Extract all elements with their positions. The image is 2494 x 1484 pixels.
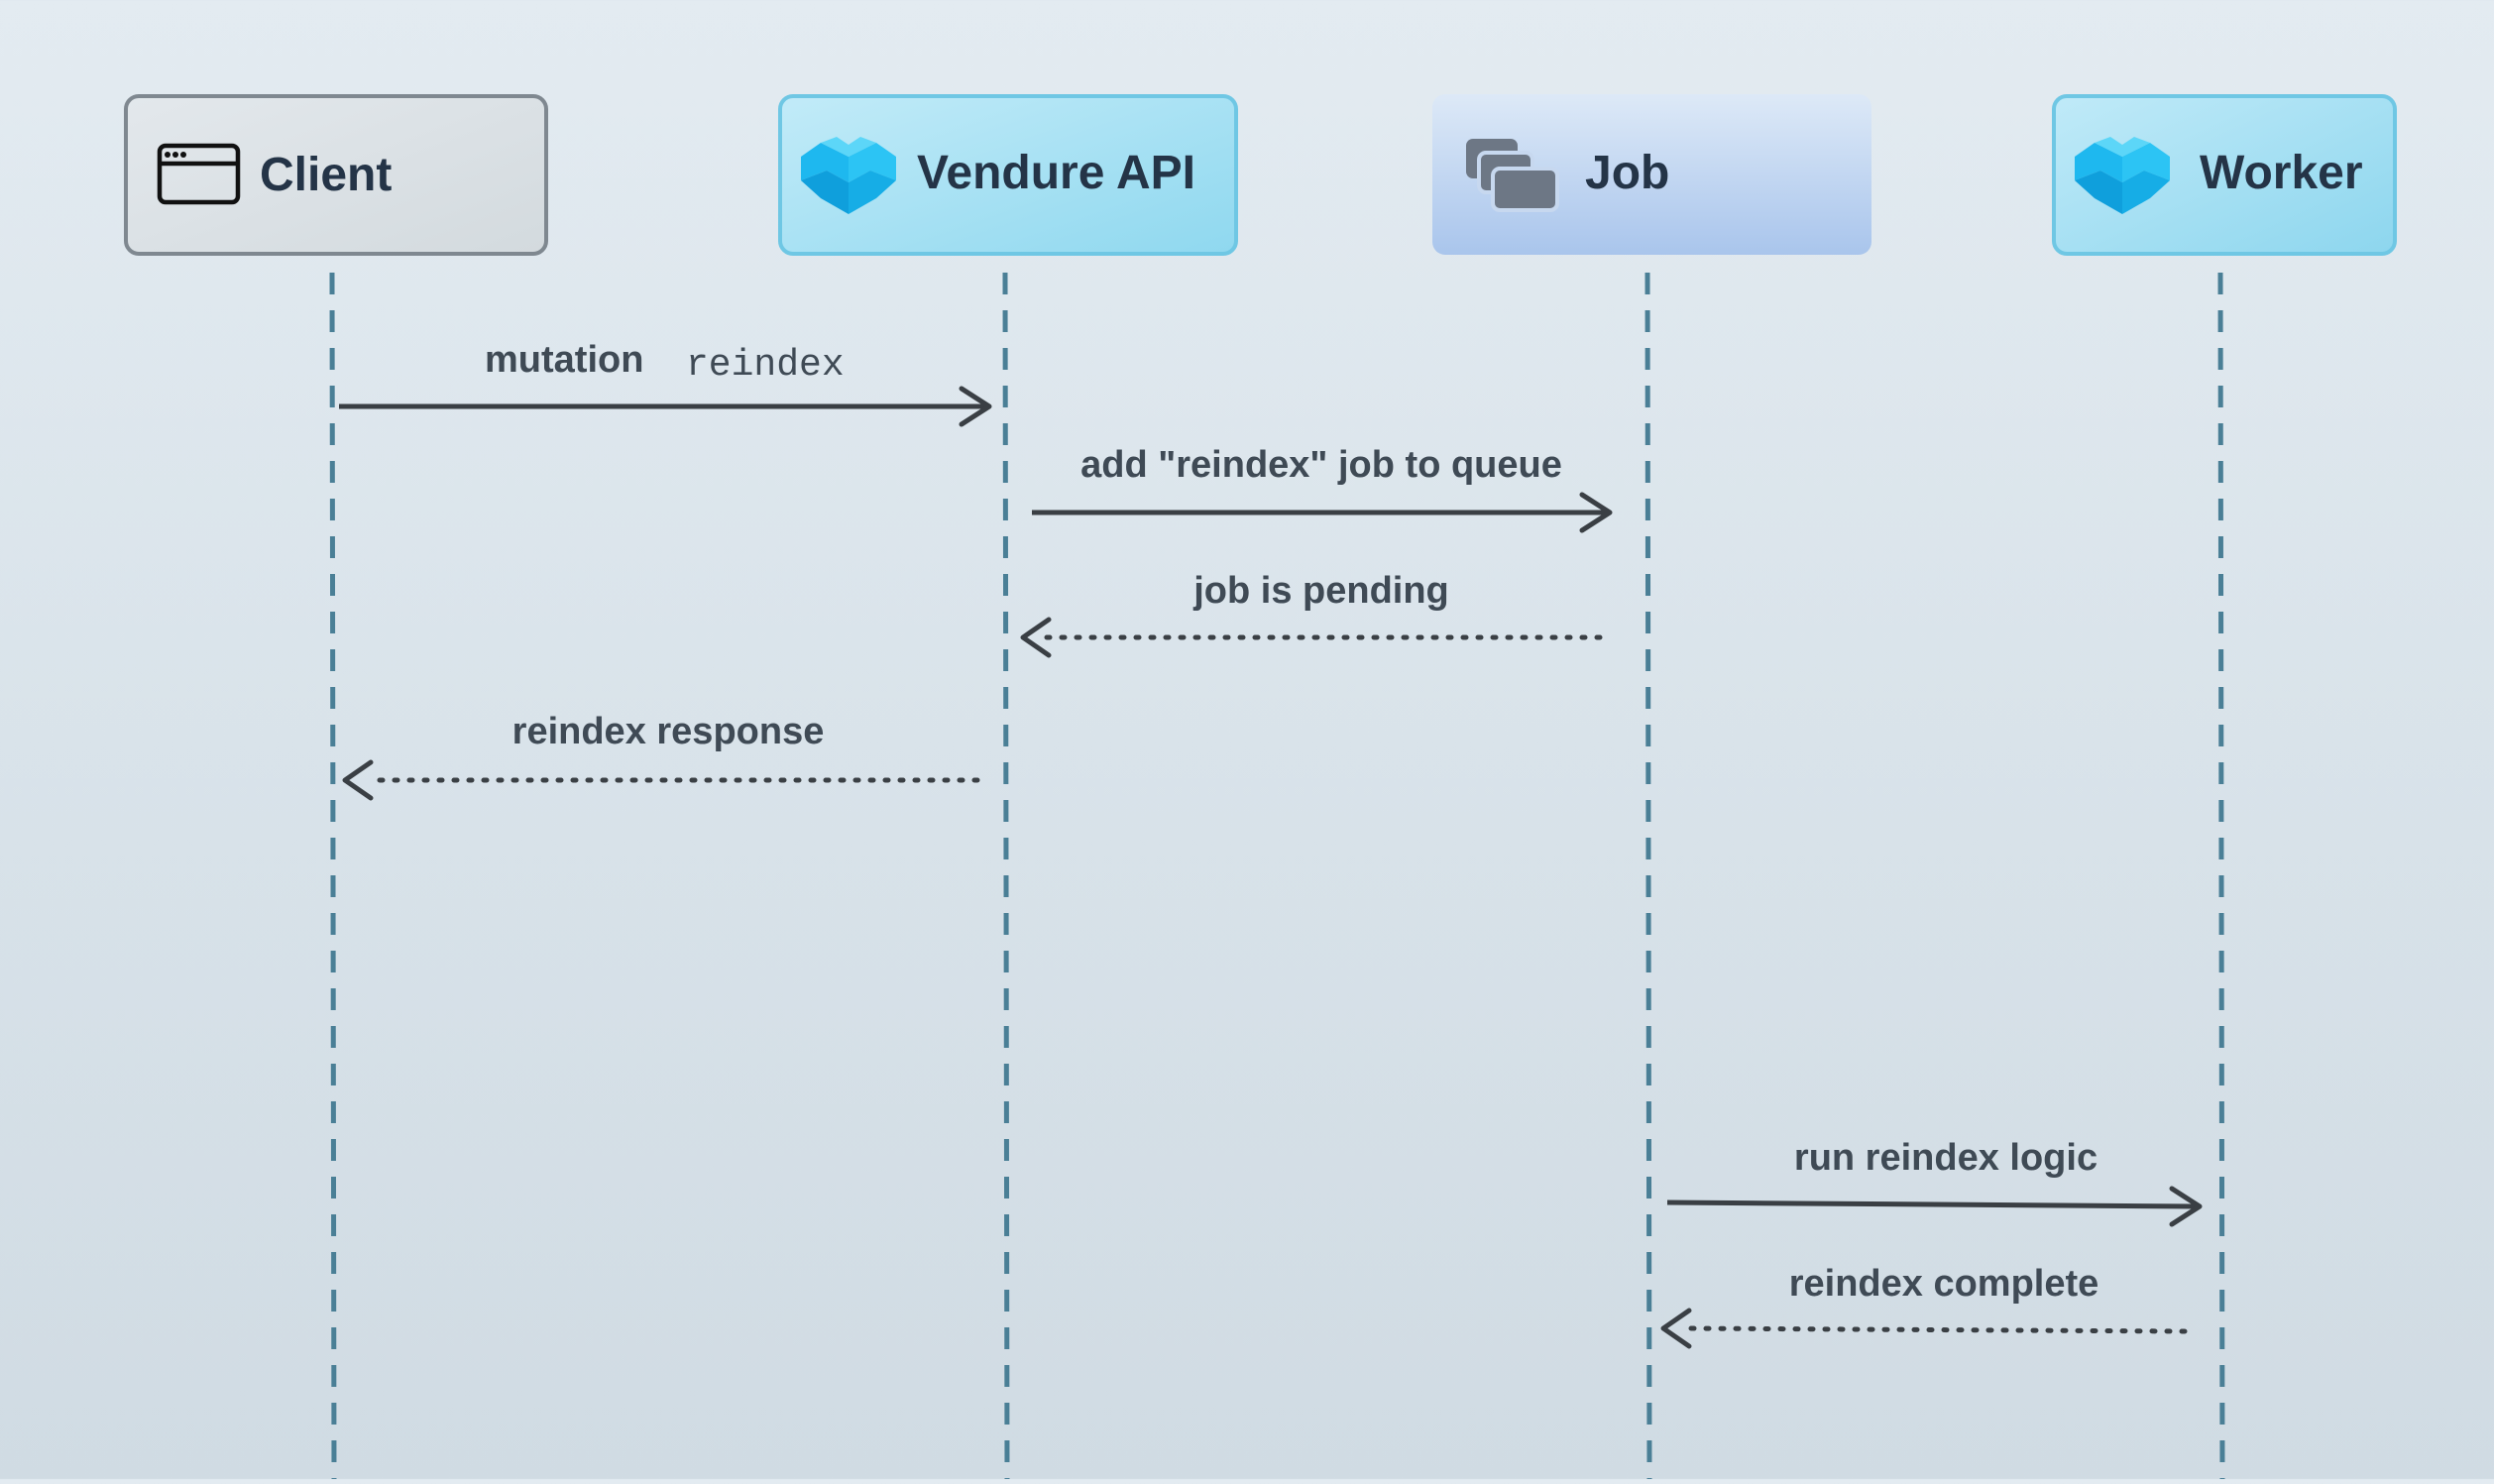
message-job-is-pending: job is pending — [1020, 570, 1603, 658]
participant-job: Job — [1432, 94, 1871, 255]
lifeline-client — [329, 272, 337, 1480]
arrow-head-left — [1660, 1308, 1692, 1349]
message-code-reindex: reindex — [686, 344, 845, 387]
arrow-head-left — [342, 759, 374, 801]
lifeline-job — [1644, 272, 1652, 1480]
message-label-add-job: add "reindex" job to queue — [1080, 444, 1562, 486]
message-reindex-complete: reindex complete — [1660, 1263, 2188, 1349]
message-label-reindex-response: reindex response — [512, 711, 825, 752]
message-mutation-reindex: mutation reindex — [339, 339, 992, 427]
participant-vendure-api: Vendure API — [778, 94, 1238, 256]
message-run-reindex-logic: run reindex logic — [1666, 1137, 2203, 1227]
browser-window-icon — [157, 143, 241, 205]
message-reindex-response: reindex response — [342, 711, 980, 801]
message-label-run-reindex: run reindex logic — [1794, 1137, 2097, 1179]
lifeline-vendure-api — [1002, 272, 1010, 1480]
stacked-cards-icon — [1466, 139, 1559, 212]
message-label-job-pending: job is pending — [1192, 570, 1449, 612]
participant-label-worker: Worker — [2200, 147, 2363, 199]
lifeline-worker — [2217, 272, 2225, 1480]
participant-label-client: Client — [260, 149, 392, 201]
arrow-head-right — [2169, 1186, 2203, 1227]
vendure-logo-icon — [2075, 137, 2170, 214]
lifelines — [329, 272, 2225, 1480]
participant-client: Client — [124, 94, 548, 256]
message-label-reindex-complete: reindex complete — [1789, 1263, 2099, 1305]
participant-label-vendure-api: Vendure API — [917, 147, 1195, 199]
arrow-head-right — [1579, 492, 1613, 533]
message-label-mutation: mutation — [485, 339, 643, 381]
arrow-head-left — [1020, 617, 1052, 658]
participant-worker: Worker — [2052, 94, 2397, 256]
message-add-job-to-queue: add "reindex" job to queue — [1032, 444, 1613, 533]
vendure-logo-icon — [801, 137, 896, 214]
arrow-head-right — [959, 386, 992, 427]
participant-label-job: Job — [1585, 147, 1669, 199]
